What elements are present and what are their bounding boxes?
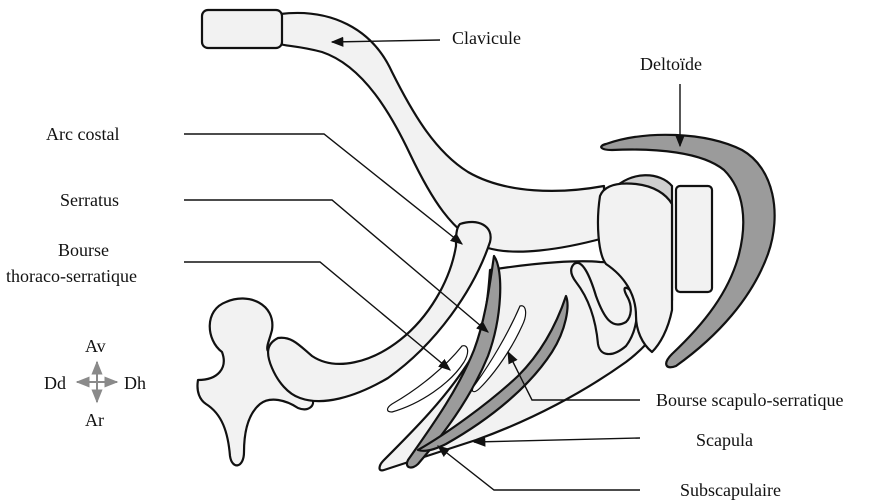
label-subscapulaire: Subscapulaire [680, 480, 781, 500]
clavicle-bone [280, 13, 604, 252]
compass-label-up: Av [85, 336, 106, 356]
label-bourse-scapulo: Bourse scapulo-serratique [656, 390, 843, 410]
label-arc-costal: Arc costal [46, 124, 119, 144]
label-deltoide: Deltoïde [640, 54, 702, 74]
label-bourse-thoraco-line2: thoraco-serratique [6, 266, 137, 286]
label-bourse-thoraco-line1: Bourse [58, 240, 109, 260]
compass-label-down: Ar [85, 410, 104, 430]
leader-subscapulaire [438, 446, 640, 490]
label-clavicule: Clavicule [452, 28, 521, 48]
label-serratus: Serratus [60, 190, 119, 210]
label-scapula: Scapula [696, 430, 753, 450]
orientation-compass: Av Ar Dd Dh [44, 336, 146, 430]
leader-scapula [474, 438, 640, 442]
compass-label-left: Dd [44, 373, 66, 393]
clavicle-end-cartilage [202, 10, 282, 48]
compass-label-right: Dh [124, 373, 146, 393]
humerus-tubercle [676, 186, 712, 292]
